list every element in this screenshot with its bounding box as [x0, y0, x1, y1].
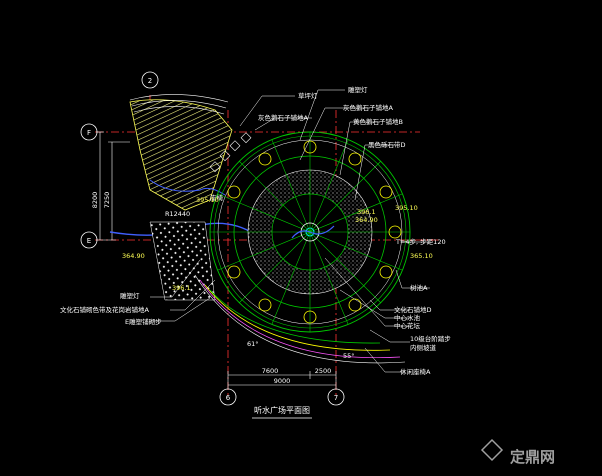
level-3: 364.90 [355, 216, 378, 224]
curved-bands [129, 94, 229, 115]
hatched-planting-bed [129, 99, 233, 211]
label-grey-pebble-1: 灰色鹅石子铺地A [258, 113, 309, 122]
level-1: 395.10 [196, 196, 219, 204]
label-bench: 休闲座椅A [400, 367, 431, 376]
level-6: 396.1 [172, 284, 191, 292]
svg-text:6: 6 [226, 394, 231, 402]
level-4: 365.10 [410, 252, 433, 260]
level-7: 396.1 [357, 208, 376, 216]
stair-arcs [194, 274, 406, 364]
label-center-bed: 中心花坛 [394, 321, 421, 330]
label-culture-stone: 文化石铺地D [394, 305, 432, 314]
label-tree-pit: 树池A [410, 283, 428, 292]
label-steps: T=4步, 步距120 [395, 238, 446, 246]
label-ramp: 内侧坡道 [410, 343, 437, 352]
label-seat: 座椅 [210, 193, 224, 202]
svg-text:F: F [87, 129, 91, 137]
label-center-pool: 中心水池 [394, 313, 421, 322]
svg-text:7: 7 [334, 394, 338, 402]
angle-b: 55° [343, 352, 355, 360]
label-grey-pebble-2: 灰色鹅石子铺地A [343, 103, 394, 112]
axis-bubble-6: 6 [219, 388, 237, 406]
dim-left-part: 7250 [103, 192, 111, 209]
radius-label: R12440 [165, 210, 190, 218]
label-lawn-lamp: 草坪灯 [298, 91, 318, 100]
tree-pits [227, 140, 402, 324]
dim-left-total: 8200 [91, 192, 99, 209]
label-stone-band: 文化石铺砌色带及花岗岩铺地A [60, 305, 150, 314]
watermark-logo [480, 438, 504, 462]
angle-a: 61° [247, 340, 259, 348]
path-steps [209, 132, 252, 173]
dim-bottom-a: 7600 [262, 367, 279, 375]
bottom-dimension [227, 371, 337, 389]
axis-bubble-e: E [80, 231, 98, 249]
label-sculpture-lamp: 雕塑灯 [348, 85, 368, 94]
label-sculpture-lamp-2: 雕塑灯 [120, 291, 140, 300]
level-5: 395.10 [395, 204, 418, 212]
axis-bubble-f: F [80, 123, 98, 141]
left-dimension [96, 131, 130, 241]
drawing-title: 听水广场平面图 [254, 405, 310, 415]
leader-lines [150, 89, 430, 373]
axis-bubble-2: 2 [141, 71, 159, 89]
central-fountain [291, 222, 335, 242]
level-2: 364.90 [122, 252, 145, 260]
axis-bubble-7: 7 [327, 388, 345, 406]
dim-bottom-total: 9000 [274, 377, 291, 385]
label-yellow-pebble: 黄色鹅石子铺地B [353, 117, 403, 126]
watermark: 定鼎网 [480, 438, 555, 466]
dim-bottom-b: 2500 [315, 367, 332, 375]
blue-stream-upper [149, 179, 226, 196]
svg-text:定鼎网: 定鼎网 [510, 448, 555, 466]
label-10-steps: 10级台阶踏步 [410, 334, 451, 343]
label-black-gravel: 黑色砾石带D [368, 140, 406, 149]
label-e-steps: E雕塑铺砌步 [125, 317, 162, 326]
svg-text:2: 2 [148, 77, 152, 85]
svg-text:E: E [87, 237, 91, 245]
